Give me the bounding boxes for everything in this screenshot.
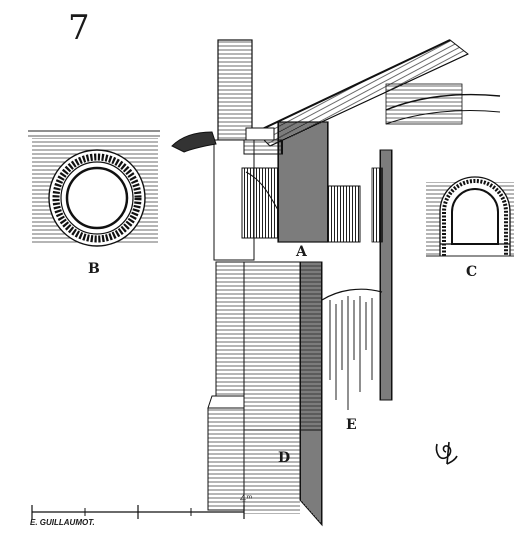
detail-c-arched-opening [426, 176, 514, 257]
label-e: E [346, 417, 357, 433]
label-c: C [466, 264, 478, 280]
engraver-signature: E. GUILLAUMOT. [30, 518, 95, 527]
label-d: D [278, 450, 291, 466]
label-a: A [296, 244, 307, 260]
label-b: B [88, 261, 100, 277]
figure-number: 7 [68, 8, 90, 48]
scale-bar [31, 505, 245, 519]
artist-monogram-icon [435, 441, 458, 465]
main-section [171, 39, 501, 527]
scale-label: 4ᵐ [240, 494, 253, 505]
detail-b-round-opening [28, 130, 160, 247]
